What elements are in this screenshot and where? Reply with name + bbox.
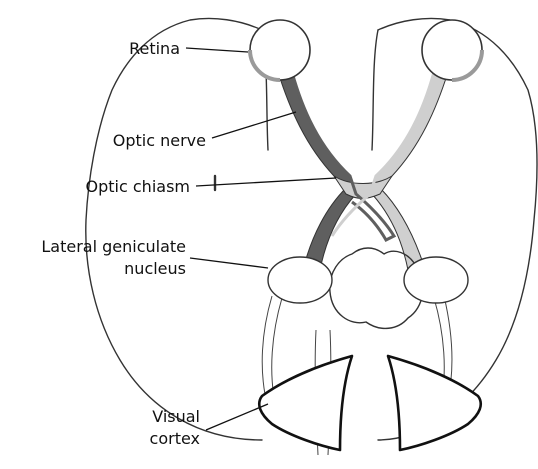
right-lgn — [404, 257, 468, 303]
label-retina: Retina — [129, 39, 180, 58]
label-visual-line1: Visual — [152, 407, 200, 426]
label-optic-chiasm: Optic chiasm — [86, 177, 190, 196]
right-visual-cortex — [388, 356, 481, 450]
left-eye — [250, 20, 310, 80]
label-visual-line2: cortex — [150, 429, 200, 448]
right-eye — [422, 20, 482, 80]
optic-pathway — [278, 72, 448, 270]
left-lgn — [268, 257, 332, 303]
label-lgn-line2: nucleus — [124, 259, 186, 278]
right-optic-nerve — [372, 72, 448, 270]
label-lgn-line1: Lateral geniculate — [41, 237, 186, 256]
label-optic-nerve: Optic nerve — [113, 131, 206, 150]
left-visual-cortex — [259, 356, 352, 450]
